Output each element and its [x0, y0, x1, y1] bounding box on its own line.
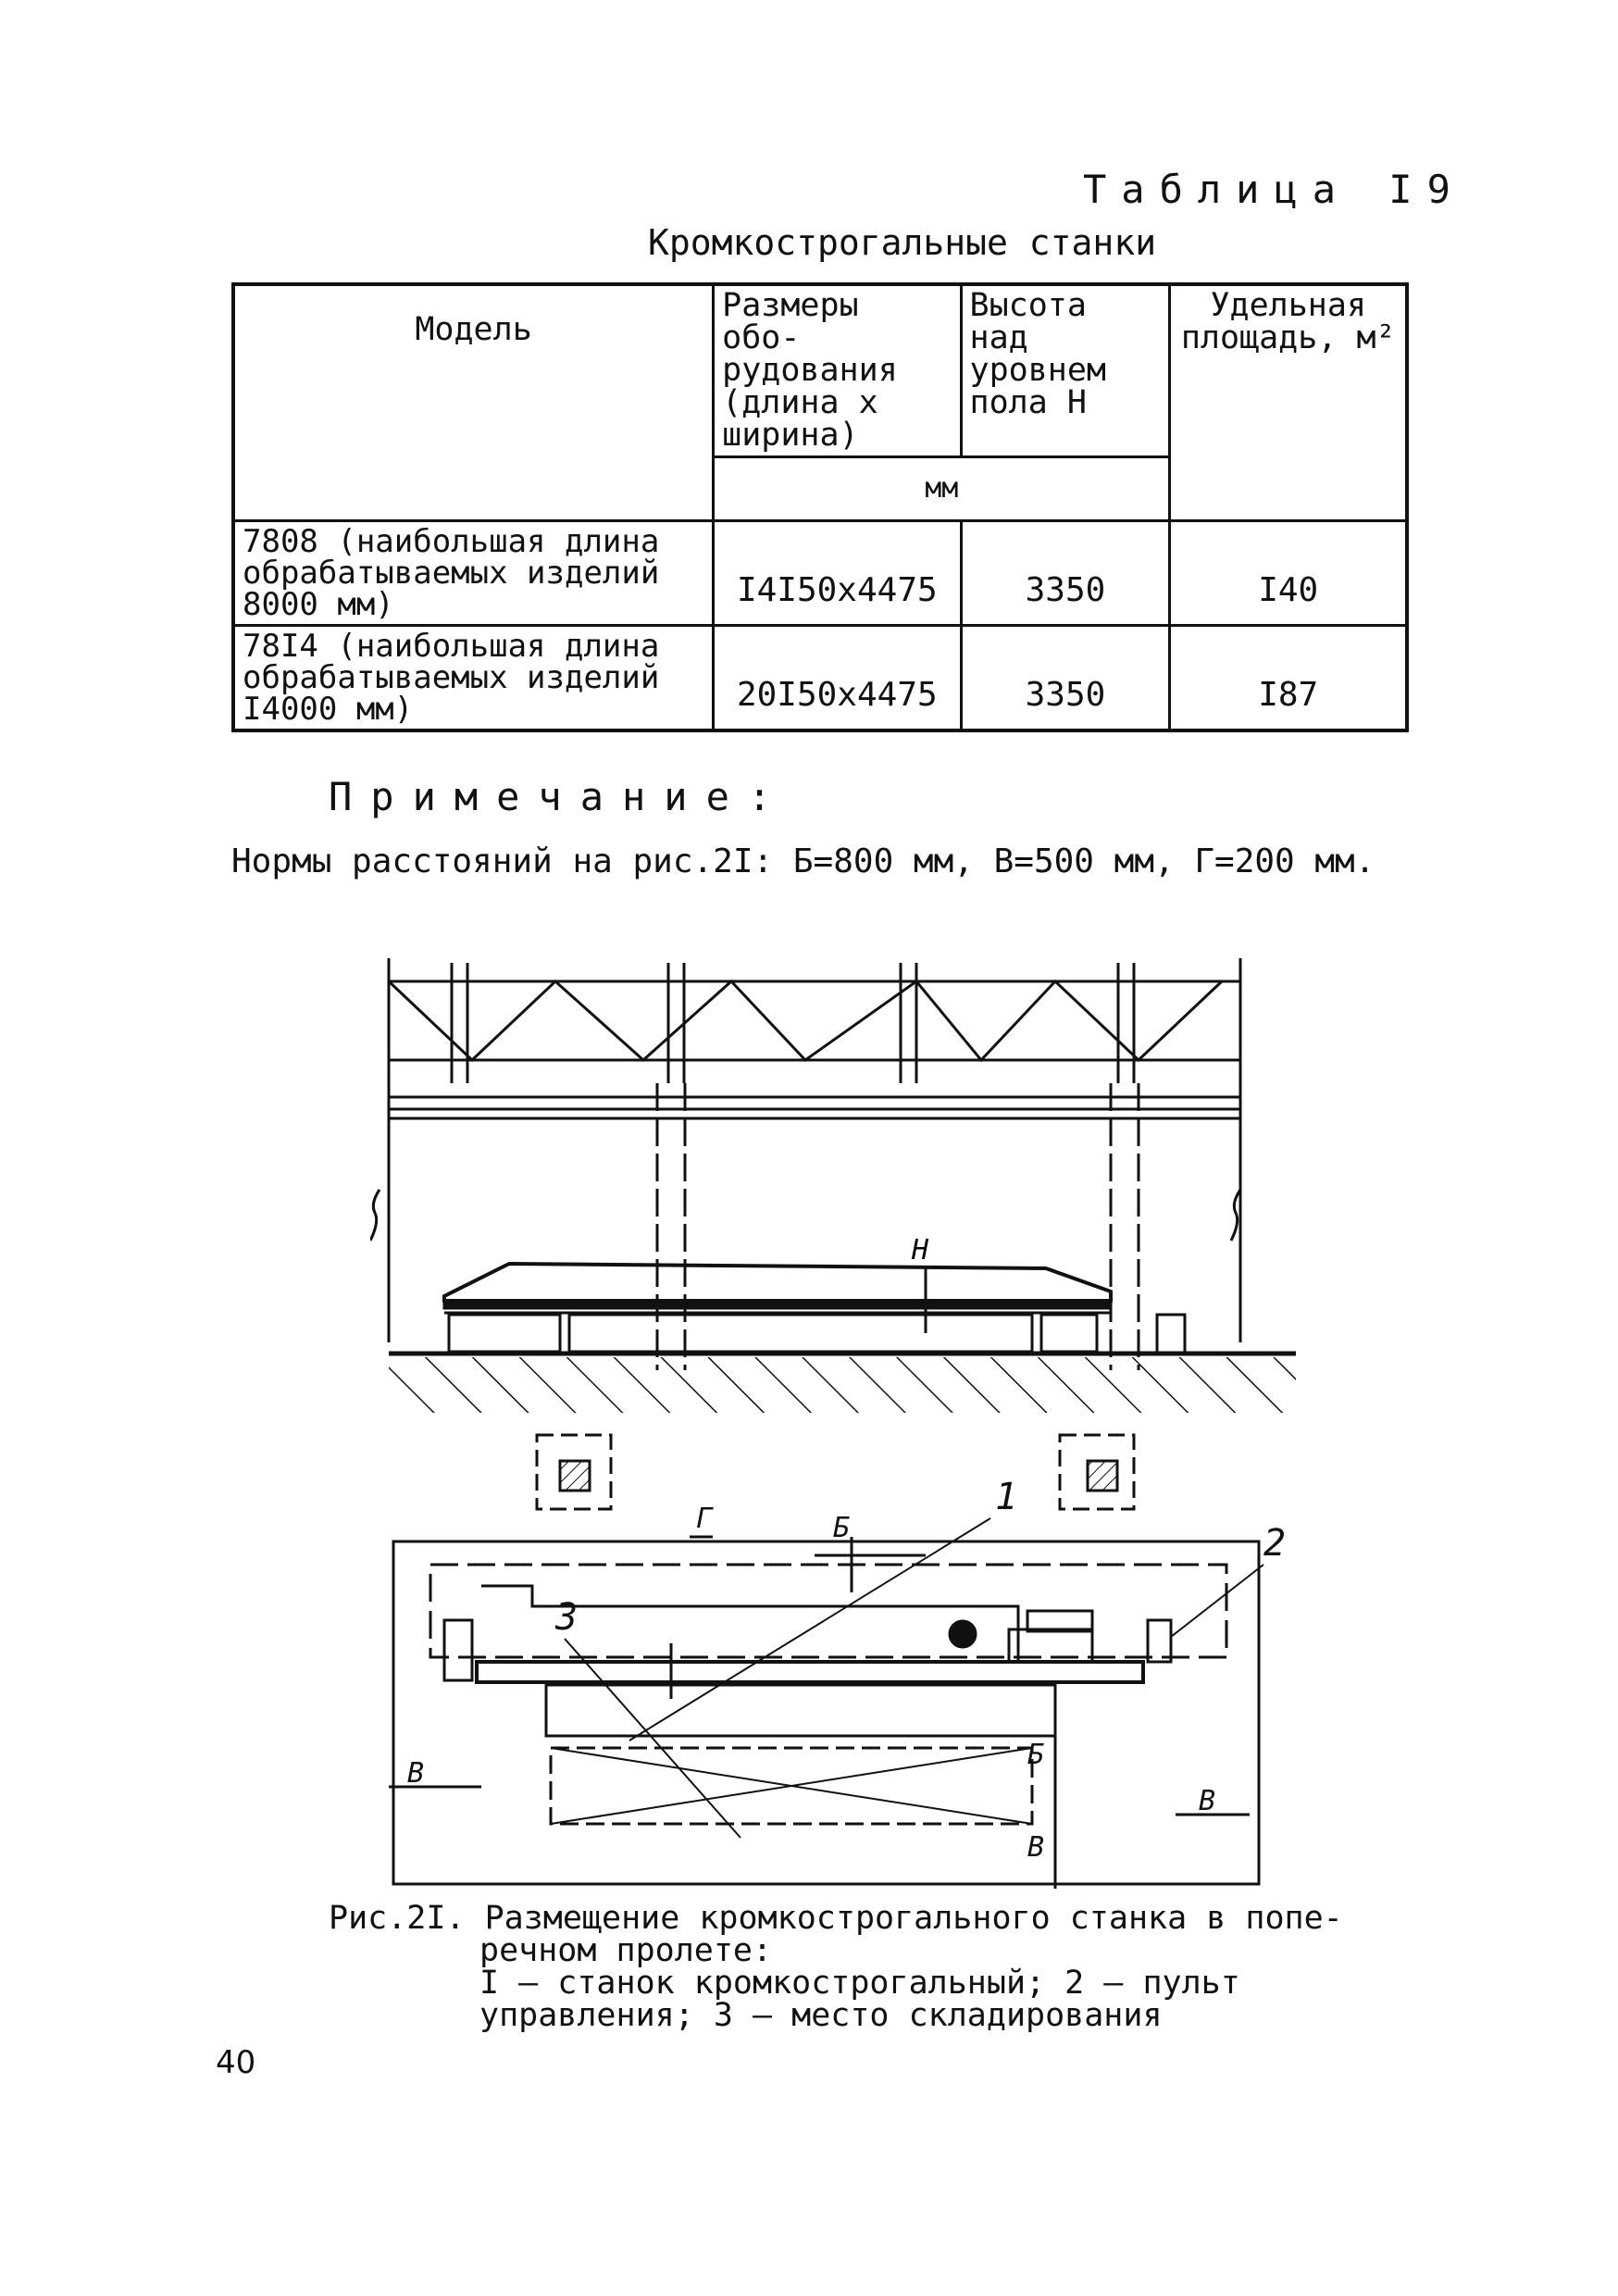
table-header-row: Модель Размеры обо-рудования (длина х ши… [231, 282, 1409, 522]
cell-size: 20I50x4475 [736, 676, 938, 714]
header-size: Размеры обо-рудования (длина х ширина) [712, 282, 963, 458]
dim-b-top: Б [833, 1512, 850, 1544]
cell-height: 3350 [1025, 676, 1106, 714]
dim-v-right: В [1199, 1785, 1215, 1817]
dim-g: Г [696, 1503, 714, 1535]
cell-area: I40 [1258, 571, 1319, 609]
callout-3: 3 [554, 1596, 578, 1639]
figure-caption: Рис.2I. Размещение кромкострогального ст… [329, 1903, 1343, 2032]
caption-line-4: управления; 3 – место складирования [479, 1997, 1163, 2034]
note-text: Нормы расстояний на рис.2I: Б=800 мм, В=… [231, 842, 1375, 880]
header-height: Высота над уровнем пола H [959, 282, 1172, 458]
cell-area: I87 [1258, 676, 1319, 714]
callout-2: 2 [1263, 1522, 1286, 1565]
spec-table: Модель Размеры обо-рудования (длина х ши… [231, 282, 1409, 732]
table-title: Кромкострогальные станки [648, 222, 1157, 263]
header-area: Удельная площадь, м² [1168, 282, 1409, 522]
caption-line-3: I – станок кромкострогальный; 2 – пульт [479, 1965, 1240, 2002]
dim-v-bottom: В [1027, 1831, 1044, 1864]
header-model: Модель [231, 282, 716, 522]
label-h: H [911, 1234, 929, 1267]
cell-model: 78I4 (наибольшая длина обрабатываемых из… [243, 628, 660, 728]
caption-line-1: Рис.2I. Размещение кромкострогального ст… [329, 1900, 1343, 1937]
plan-view [389, 1433, 1264, 1889]
dim-b-bottom: Б [1027, 1739, 1044, 1771]
page-number: 40 [216, 2044, 256, 2081]
cell-model: 7808 (наибольшая длина обрабатываемых из… [243, 523, 660, 623]
table-number: Таблица I9 [1083, 167, 1465, 212]
table-units-row: мм [233, 455, 1407, 522]
header-units: мм [712, 455, 1172, 522]
table-row: 78I4 (наибольшая длина обрабатываемых из… [231, 624, 1409, 732]
cell-size: I4I50x4475 [736, 571, 938, 609]
dim-v-left: В [407, 1757, 424, 1790]
note-label: Примечание: [329, 774, 790, 819]
section-view [370, 958, 1296, 1413]
cell-height: 3350 [1025, 571, 1106, 609]
layout-drawing: H 1 2 3 Г [370, 958, 1296, 1889]
callout-1: 1 [995, 1476, 1017, 1518]
caption-line-2: речном пролете: [479, 1932, 773, 1969]
table-row: 7808 (наибольшая длина обрабатываемых из… [231, 519, 1409, 627]
